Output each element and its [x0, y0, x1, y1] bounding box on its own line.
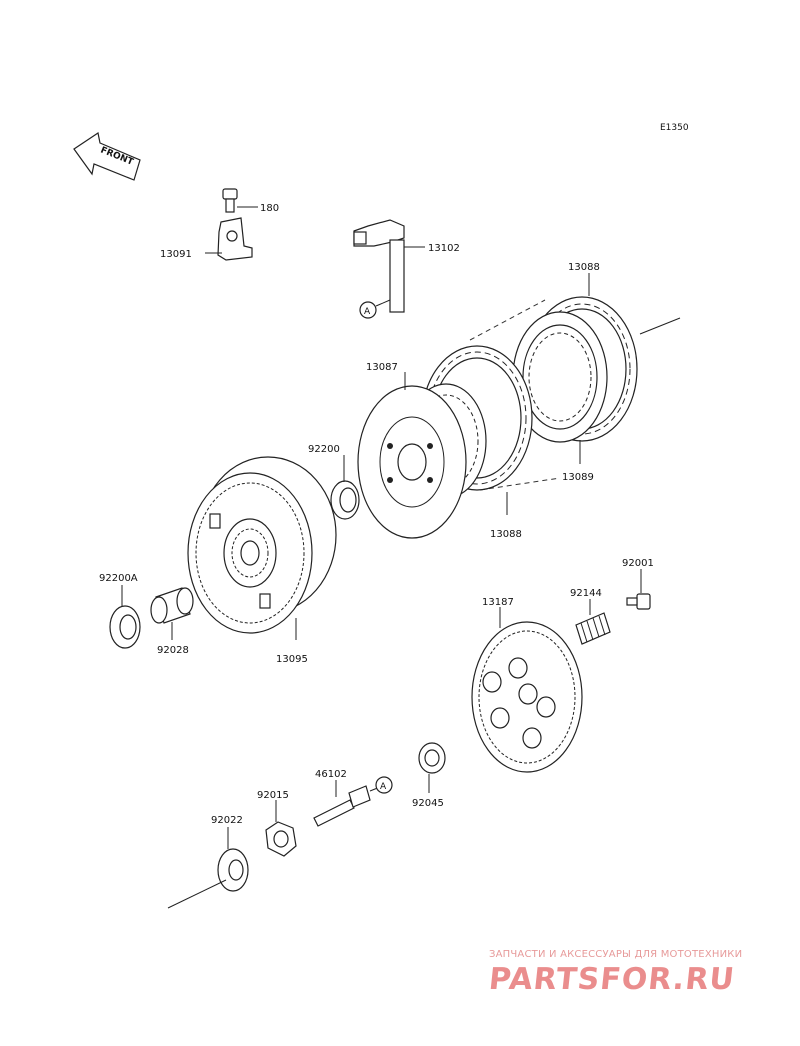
part-label-92144: 92144 [570, 588, 602, 599]
clutch-hub-13087 [357, 372, 487, 539]
washer-92200A [109, 585, 141, 649]
ref-marker-a-top: A [364, 307, 371, 317]
part-label-13102: 13102 [428, 243, 460, 254]
watermark-brand: PARTSFOR.RU [487, 962, 737, 997]
part-label-92200: 92200 [308, 444, 340, 455]
part-label-13088-lower: 13088 [490, 529, 522, 540]
steel-plate-13089 [512, 311, 608, 464]
washer-92200 [330, 455, 360, 520]
bearing-92045 [418, 742, 446, 793]
push-rod-46102: A [313, 776, 393, 827]
bolt-92001 [626, 569, 651, 610]
axis-dash-lower [479, 477, 561, 491]
spring-92144 [575, 599, 611, 645]
axis-line-lower [167, 879, 227, 909]
part-label-13089: 13089 [562, 472, 594, 483]
bracket-13091 [205, 217, 253, 261]
part-label-92200A: 92200A [99, 573, 138, 584]
part-label-180: 180 [260, 203, 279, 214]
lever-13102: A [353, 219, 425, 319]
part-label-92015: 92015 [257, 790, 289, 801]
bolt-180 [222, 188, 258, 213]
part-label-13087: 13087 [366, 362, 398, 373]
part-label-13095: 13095 [276, 654, 308, 665]
nut-92015 [265, 800, 297, 857]
part-label-92022: 92022 [211, 815, 243, 826]
clutch-housing-13095 [187, 456, 337, 640]
front-arrow-icon: FRONT [73, 132, 141, 181]
part-label-92045: 92045 [412, 798, 444, 809]
axis-line-upper [639, 317, 681, 335]
part-label-92028: 92028 [157, 645, 189, 656]
part-label-13187: 13187 [482, 597, 514, 608]
part-label-13091: 13091 [160, 249, 192, 260]
sleeve-92028 [150, 587, 194, 640]
part-label-46102: 46102 [315, 769, 347, 780]
pressure-plate-13187 [471, 607, 583, 773]
watermark-tagline: ЗАПЧАСТИ И АКСЕССУАРЫ ДЛЯ МОТОТЕХНИКИ [489, 949, 743, 960]
diagram-code: E1350 [660, 123, 689, 133]
part-label-92001: 92001 [622, 558, 654, 569]
ref-marker-a-bottom: A [380, 782, 387, 792]
part-label-13088-upper: 13088 [568, 262, 600, 273]
